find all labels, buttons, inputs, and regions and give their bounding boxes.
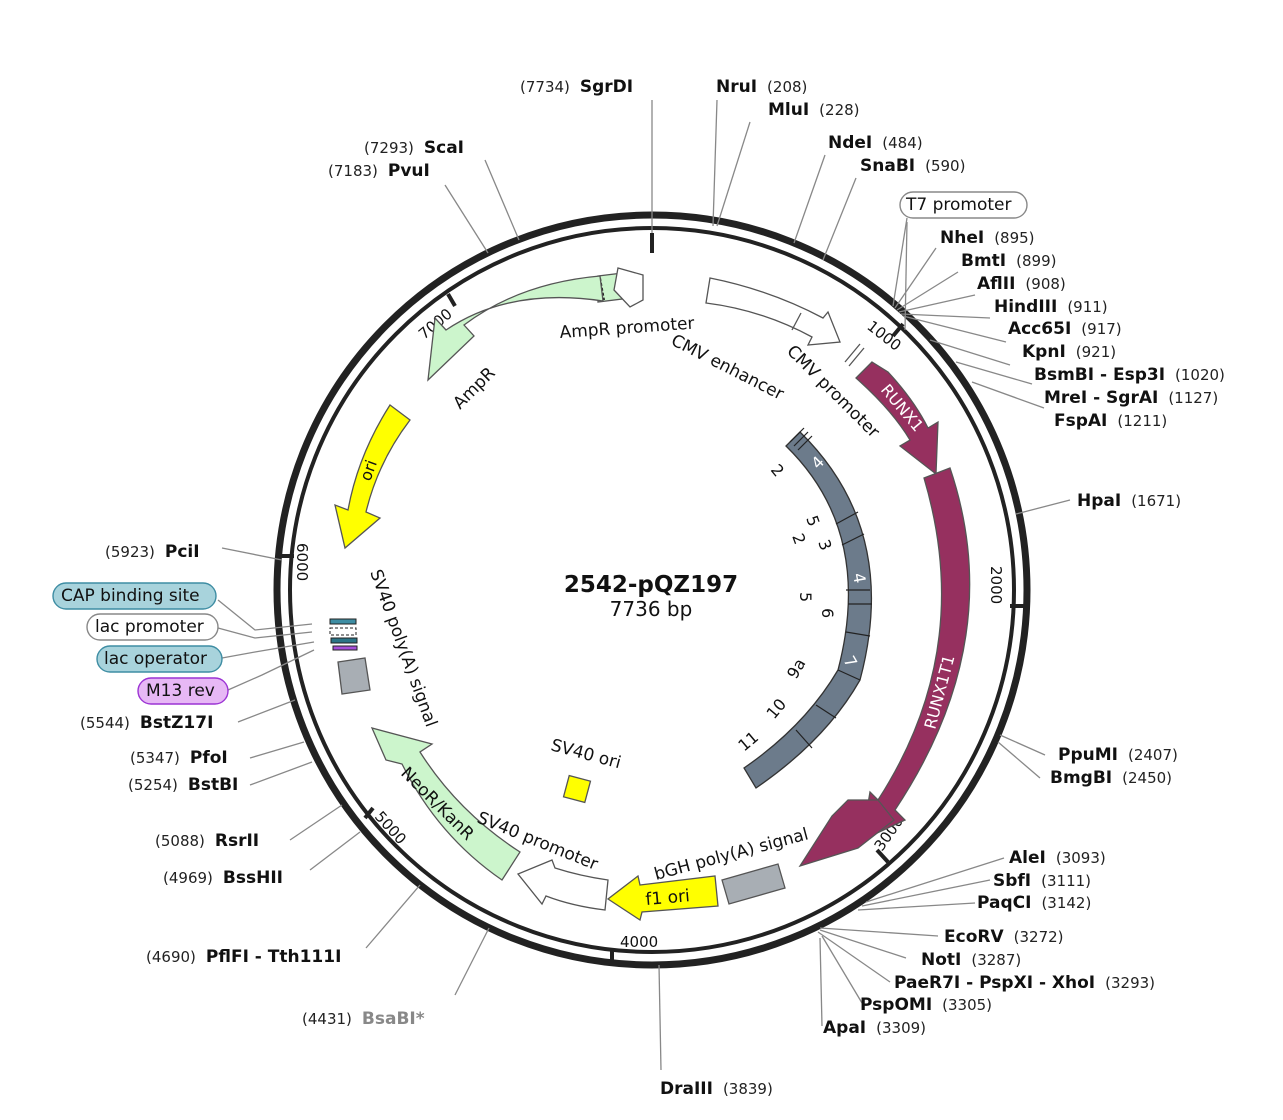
exon-label-3: 2 — [788, 531, 809, 547]
t7-promoter-tag[interactable]: T7 promoter — [899, 191, 1028, 219]
site-fspai: FspAI(1211) — [1054, 411, 1167, 431]
site-pfoi: (5347)PfoI — [130, 748, 228, 768]
exon-label-5: 5 — [796, 592, 815, 602]
cmv-promoter-marker — [844, 343, 865, 367]
site-scai: (7293)ScaI — [364, 138, 464, 158]
runx1t1-arrow[interactable] — [861, 467, 971, 842]
leader-lines — [217, 99, 1071, 1071]
f1-ori-arrow[interactable] — [606, 874, 719, 922]
label-cmv-enhancer: CMV enhancer — [668, 331, 787, 405]
svg-text:lac promoter: lac promoter — [95, 617, 204, 637]
site-bstbi: (5254)BstBI — [128, 775, 238, 795]
site-bsabi: (4431)BsaBI* — [302, 1009, 425, 1029]
svg-text:M13 rev: M13 rev — [146, 681, 215, 701]
site-bmti: BmtI(899) — [961, 251, 1056, 271]
site-bmgbi: BmgBI(2450) — [1050, 768, 1172, 788]
site-nrui: NruI(208) — [716, 77, 807, 97]
exon-bar-label-2: 4 — [849, 571, 869, 584]
site-kpni: KpnI(921) — [1022, 342, 1116, 362]
site-sgrdi: (7734)SgrDI — [520, 77, 633, 97]
site-hpai: HpaI(1671) — [1077, 491, 1181, 511]
site-snabi: SnaBI(590) — [860, 156, 965, 176]
site-mlui: MluI(228) — [768, 100, 860, 120]
ampr-arrow[interactable] — [427, 275, 604, 382]
site-paqci: PaqCI(3142) — [977, 893, 1091, 913]
tick-2000: 2000 — [987, 566, 1005, 604]
label-f1-ori: f1 ori — [645, 886, 691, 910]
exon-label-7: 9a — [783, 655, 809, 682]
site-pcii: (5923)PciI — [105, 542, 200, 562]
site-noti: NotI(3287) — [921, 950, 1021, 970]
svg-text:lac operator: lac operator — [104, 649, 207, 669]
sv40-ori-block[interactable] — [562, 774, 592, 804]
site-nhei: NheI(895) — [940, 228, 1035, 248]
site-draiii: DraIII(3839) — [660, 1079, 773, 1099]
site-acc65i: Acc65I(917) — [1008, 319, 1122, 339]
site-pvui: (7183)PvuI — [328, 161, 430, 181]
cap-binding-site-tag[interactable]: CAP binding site — [52, 582, 217, 610]
tick-marks — [280, 233, 1024, 961]
label-sv40-polya: SV40 poly(A) signal — [365, 567, 441, 730]
exon-bar — [743, 427, 873, 789]
label-ampr: AmpR — [449, 363, 499, 413]
runx1t1-arrow-head — [798, 799, 895, 868]
tick-6000: 6000 — [293, 543, 311, 581]
sv40-promoter-arrow[interactable] — [516, 859, 609, 911]
cmv-enhancer-arrow[interactable] — [705, 277, 841, 346]
exon-label-6: 6 — [818, 608, 837, 618]
exon-label-9: 11 — [734, 727, 762, 755]
lac-operator-tag[interactable]: lac operator — [96, 645, 223, 673]
ori-arrow[interactable] — [334, 404, 411, 550]
m13-rev-tag[interactable]: M13 rev — [137, 677, 229, 705]
tick-4000: 4000 — [620, 933, 658, 951]
restriction-sites: (7734)SgrDI NruI(208) MluI(228) (7293)Sc… — [80, 77, 1225, 1099]
site-hindiii: HindIII(911) — [994, 297, 1108, 317]
label-sv40-ori: SV40 ori — [549, 736, 623, 774]
site-pspomi: PspOMI(3305) — [860, 995, 992, 1015]
exon-label-4: 3 — [814, 537, 835, 553]
site-paer7i-pspxi-xhoi: PaeR7I - PspXI - XhoI(3293) — [894, 973, 1155, 993]
site-alei: AleI(3093) — [1009, 848, 1106, 868]
site-bsshii: (4969)BssHII — [163, 868, 283, 888]
svg-text:CAP binding site: CAP binding site — [61, 586, 200, 606]
exon-label-1: 2 — [767, 460, 788, 480]
site-pflfi-tth111i: (4690)PflFI - Tth111I — [146, 947, 341, 967]
lac-region-features — [329, 618, 358, 651]
site-bstz17i: (5544)BstZ17I — [80, 713, 213, 733]
site-bsmbi-esp3i: BsmBI - Esp3I(1020) — [1034, 365, 1225, 385]
site-ecorv: EcoRV(3272) — [944, 927, 1064, 947]
site-rsrii: (5088)RsrII — [155, 831, 259, 851]
site-ndei: NdeI(484) — [828, 133, 923, 153]
site-apai: ApaI(3309) — [823, 1018, 926, 1038]
exon-label-8: 10 — [763, 695, 791, 723]
site-aflii: AflII(908) — [977, 274, 1066, 294]
bgh-polya-block[interactable] — [721, 863, 786, 905]
plasmid-size: 7736 bp — [610, 597, 693, 621]
sv40-polya-block[interactable] — [337, 657, 371, 695]
site-mrei-sgrai: MreI - SgrAI(1127) — [1044, 388, 1218, 408]
neor-kanr-arrow[interactable] — [370, 727, 521, 881]
exon-label-2: 5 — [802, 513, 823, 529]
runx1-arrow[interactable] — [855, 361, 939, 476]
lac-promoter-tag[interactable]: lac promoter — [86, 613, 219, 641]
plasmid-name: 2542-pQZ197 — [564, 572, 738, 598]
label-bgh-polya: bGH poly(A) signal — [652, 824, 810, 884]
ampr-promoter-arrow[interactable] — [597, 267, 644, 308]
site-sbfi: SbfI(3111) — [993, 871, 1091, 891]
svg-text:T7 promoter: T7 promoter — [905, 195, 1012, 215]
label-cmv-promoter: CMV promoter — [782, 341, 883, 442]
site-ppumi: PpuMI(2407) — [1058, 745, 1178, 765]
